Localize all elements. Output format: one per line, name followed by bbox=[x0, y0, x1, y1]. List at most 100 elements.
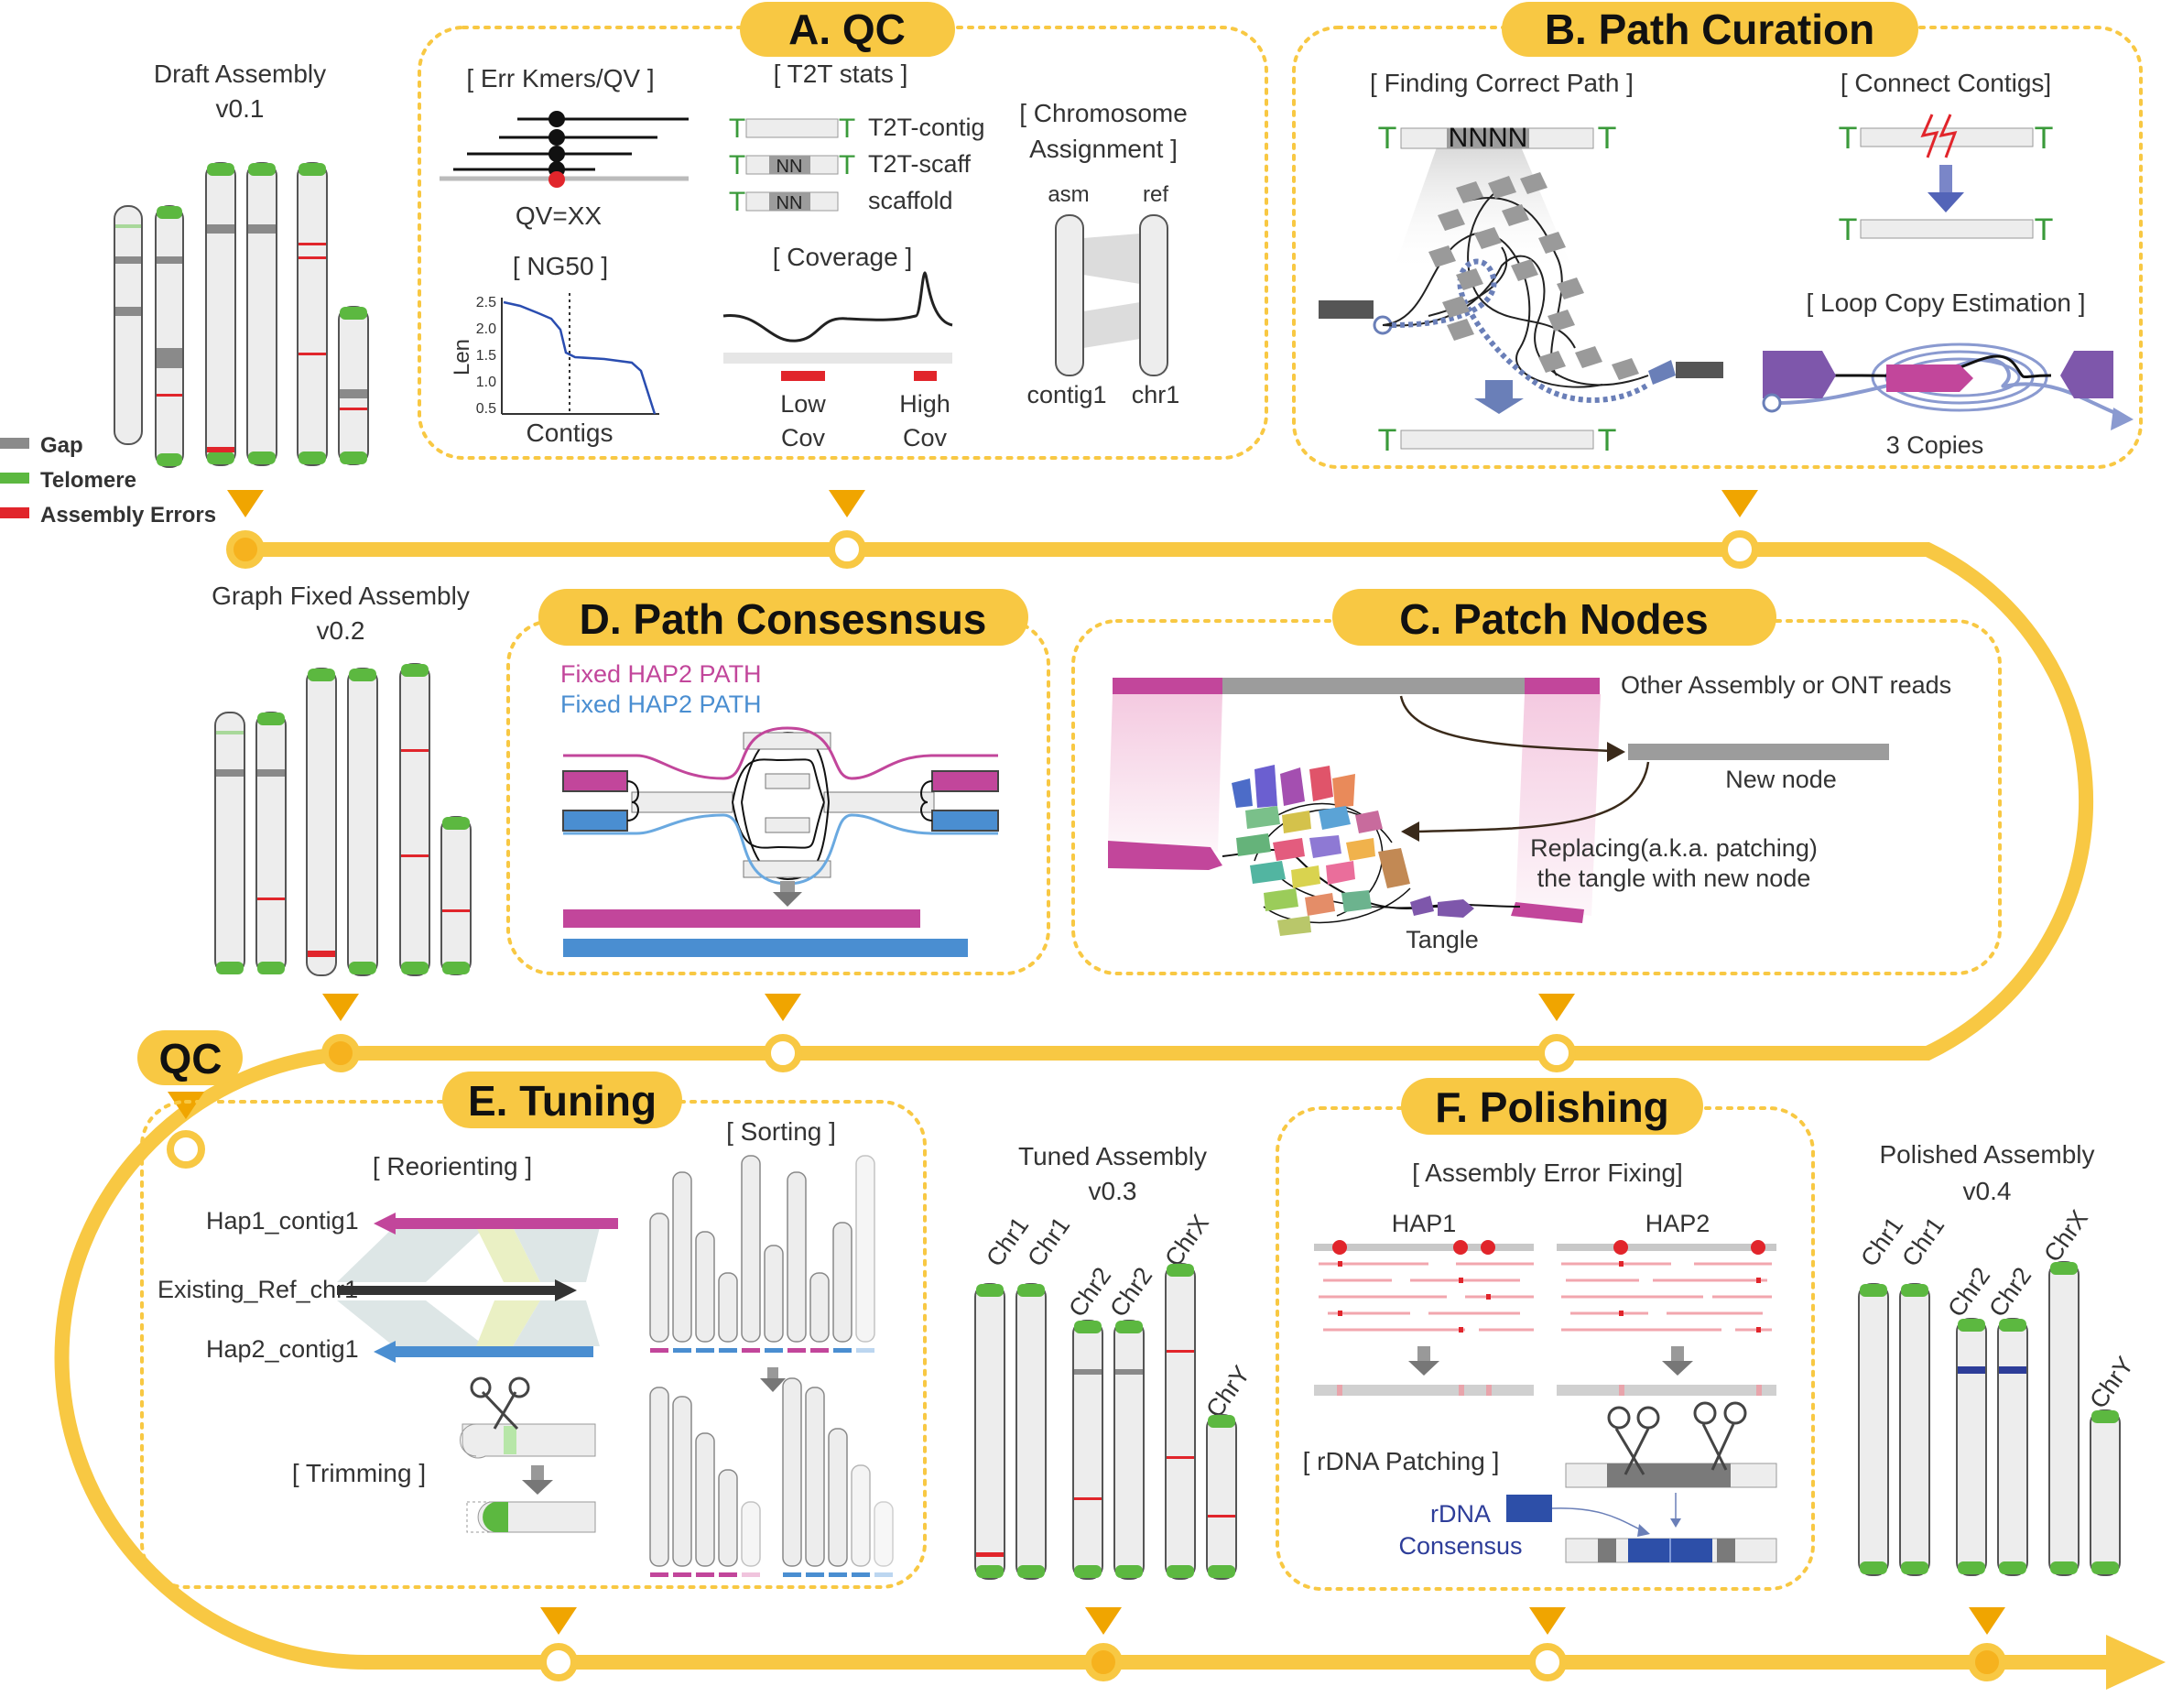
tuned-marks bbox=[976, 1264, 1235, 1578]
node-path-d bbox=[764, 1034, 802, 1072]
legend: Gap Telomere Assembly Errors bbox=[0, 433, 216, 528]
section-e-title-pill bbox=[442, 1072, 682, 1128]
t2t-row-scaffold: scaffold bbox=[868, 187, 953, 214]
error-fixing-graphic bbox=[1314, 1240, 1776, 1396]
replacing-label-1: Replacing(a.k.a. patching) bbox=[1530, 834, 1818, 862]
connect-t-4: T bbox=[2035, 212, 2054, 247]
ng50-tick-05: 0.5 bbox=[476, 401, 496, 417]
hap1-label: HAP1 bbox=[1392, 1210, 1457, 1237]
section-b-box bbox=[1292, 26, 2143, 469]
reorienting-label: [ Reorienting ] bbox=[373, 1152, 532, 1180]
polished-marks bbox=[1860, 1262, 2119, 1574]
section-f-title: F. Polishing bbox=[1435, 1083, 1669, 1131]
loop-copy-graphic bbox=[1762, 343, 2134, 430]
polished-chr2-b: Chr2 bbox=[1983, 1262, 2036, 1322]
draft-version: v0.1 bbox=[216, 94, 265, 123]
qc-marker-label: QC bbox=[159, 1035, 223, 1082]
tuned-chr1-a: Chr1 bbox=[981, 1212, 1034, 1271]
trimming-label: [ Trimming ] bbox=[292, 1459, 426, 1487]
patch-nodes-graphic bbox=[1108, 678, 1889, 936]
section-e-title: E. Tuning bbox=[468, 1077, 657, 1125]
t2t-stats-graphic: NN NN T T T T T bbox=[729, 114, 855, 217]
chr1-label: chr1 bbox=[1132, 381, 1180, 408]
node-qc-left bbox=[167, 1130, 205, 1169]
node-qc-a bbox=[828, 530, 866, 569]
polished-title: Polished Assembly bbox=[1879, 1140, 2094, 1169]
polished-chr1-b: Chr1 bbox=[1896, 1212, 1949, 1271]
finding-path-graphic: NNNN T T bbox=[1319, 121, 1723, 458]
draft-chromosomes bbox=[114, 162, 369, 468]
err-kmers-graphic bbox=[440, 111, 689, 188]
finding-path-label: [ Finding Correct Path ] bbox=[1370, 69, 1634, 97]
contig1-label: contig1 bbox=[1026, 381, 1106, 408]
t2t-stats-label: [ T2T stats ] bbox=[774, 60, 908, 88]
tuned-chr1-b: Chr1 bbox=[1022, 1212, 1075, 1271]
hap2-contig-label: Hap2_contig1 bbox=[206, 1335, 359, 1363]
coverage-graphic bbox=[722, 271, 953, 381]
t2t-row-contig: T2T-contig bbox=[868, 114, 985, 141]
polished-chrx: ChrX bbox=[2038, 1205, 2093, 1267]
existing-ref-label: Existing_Ref_chr1 bbox=[157, 1276, 358, 1303]
node-polished bbox=[1968, 1643, 2006, 1681]
rdna-label: [ rDNA Patching ] bbox=[1303, 1447, 1500, 1475]
section-b-title: B. Path Curation bbox=[1545, 5, 1874, 53]
pipeline-track bbox=[54, 542, 2132, 1670]
graph-fixed-version: v0.2 bbox=[317, 616, 365, 645]
connect-t-1: T bbox=[1839, 121, 1858, 156]
graph-fixed-title: Graph Fixed Assembly bbox=[212, 582, 470, 610]
asm-label: asm bbox=[1048, 182, 1089, 207]
tuned-version: v0.3 bbox=[1089, 1177, 1137, 1205]
t2t-t-2: T bbox=[839, 114, 855, 144]
connect-contigs-label: [ Connect Contigs] bbox=[1841, 69, 2051, 97]
other-assembly-label: Other Assembly or ONT reads bbox=[1621, 671, 1951, 699]
legend-gap: Gap bbox=[40, 433, 83, 458]
section-d-title: D. Path Consesnsus bbox=[580, 595, 987, 643]
coverage-label: [ Coverage ] bbox=[773, 243, 913, 271]
fixed-hap-magenta: Fixed HAP2 PATH bbox=[560, 660, 762, 688]
qc-marker-pill bbox=[137, 1030, 243, 1085]
section-a-box bbox=[418, 26, 1268, 460]
section-a-title-pill bbox=[740, 2, 955, 57]
tuned-title: Tuned Assembly bbox=[1018, 1142, 1207, 1170]
node-path-b bbox=[1721, 530, 1759, 569]
connect-t-3: T bbox=[1839, 212, 1858, 247]
node-graph-fixed bbox=[321, 1034, 360, 1072]
ng50-tick-25: 2.5 bbox=[476, 295, 496, 310]
track-nodes bbox=[167, 530, 2006, 1681]
chrom-assign-graphic bbox=[1055, 214, 1168, 376]
pipeline-arrowhead bbox=[2106, 1635, 2166, 1690]
draft-title: Draft Assembly bbox=[154, 60, 326, 88]
rdna-consensus-1: rDNA bbox=[1430, 1500, 1491, 1528]
chrom-assign-2: Assignment ] bbox=[1029, 135, 1178, 163]
low-cov-1: Low bbox=[780, 390, 826, 418]
t2t-t-5: T bbox=[729, 187, 745, 217]
section-d-title-pill bbox=[538, 589, 1028, 646]
sorting-color-ticks bbox=[650, 1348, 893, 1577]
tangle-label: Tangle bbox=[1406, 926, 1479, 953]
node-tuned bbox=[1084, 1643, 1123, 1681]
loop-copy-label: [ Loop Copy Estimation ] bbox=[1806, 288, 2085, 317]
tuned-chr2-a: Chr2 bbox=[1063, 1262, 1116, 1322]
section-d-box bbox=[506, 619, 1050, 975]
down-pointers bbox=[168, 490, 2005, 1635]
replacing-label-2: the tangle with new node bbox=[1537, 865, 1811, 892]
finding-t-right: T bbox=[1598, 121, 1617, 156]
polished-chr2-a: Chr2 bbox=[1942, 1262, 1995, 1322]
rdna-consensus-2: Consensus bbox=[1398, 1532, 1522, 1560]
ng50-plot: 2.5 2.0 1.5 1.0 0.5 Len bbox=[450, 293, 659, 417]
high-cov-2: Cov bbox=[903, 424, 948, 451]
legend-telomere: Telomere bbox=[40, 468, 136, 493]
chrom-assign-1: [ Chromosome bbox=[1019, 99, 1188, 127]
section-b-title-pill bbox=[1502, 2, 1918, 57]
node-polishing bbox=[1528, 1643, 1567, 1681]
t2t-nn-2: NN bbox=[776, 193, 803, 213]
section-a-title: A. QC bbox=[788, 5, 906, 53]
node-patch-c bbox=[1537, 1034, 1576, 1072]
copies-label: 3 Copies bbox=[1886, 431, 1984, 459]
high-cov-1: High bbox=[899, 390, 950, 418]
ng50-ylabel: Len bbox=[450, 339, 474, 375]
node-draft bbox=[226, 530, 265, 569]
legend-errors: Assembly Errors bbox=[40, 503, 216, 528]
path-consensus-graphic bbox=[562, 726, 999, 957]
